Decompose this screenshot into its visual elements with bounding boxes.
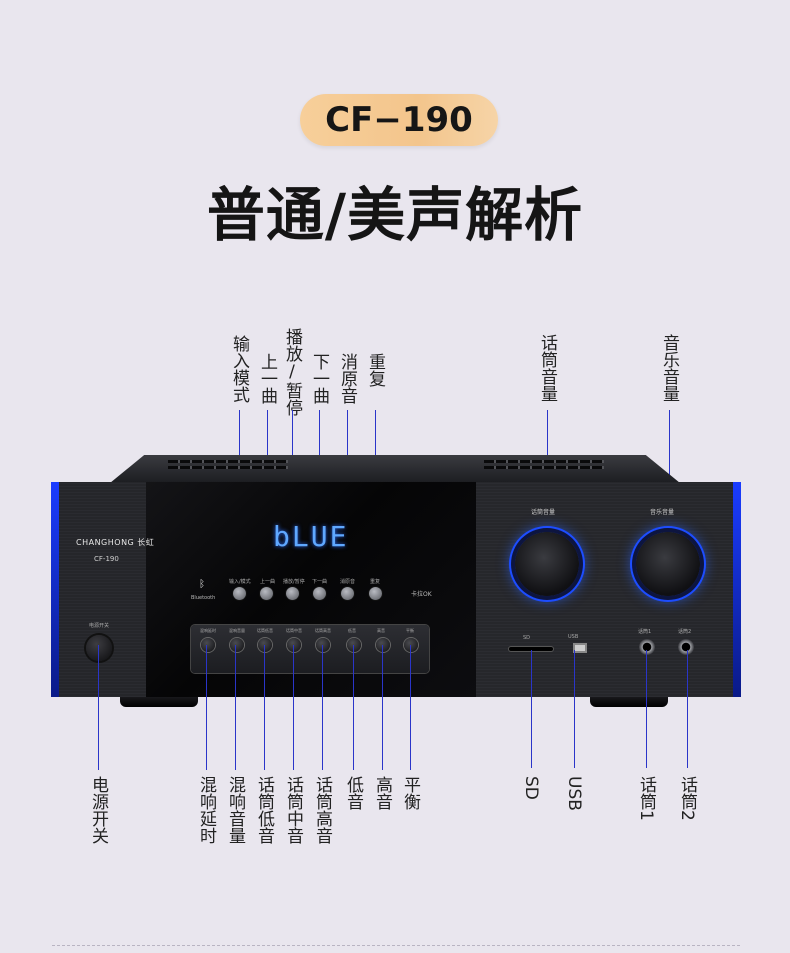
prev-track-button[interactable] [260, 587, 273, 600]
karaoke-ok-label: 卡拉OK [411, 591, 432, 598]
eq-label: 话筒高音 [315, 628, 331, 633]
eq-label: 混响音量 [229, 628, 245, 633]
eq-label: 混响延时 [200, 628, 216, 633]
amp-foot-left [120, 697, 198, 707]
mic-bass-knob[interactable] [258, 638, 272, 652]
eq-label: 话筒低音 [257, 628, 273, 633]
callout-line [293, 645, 294, 770]
callout-line [264, 645, 265, 770]
button-label: 消原音 [340, 579, 356, 585]
label-mic-bass: 话筒低音 [254, 776, 274, 844]
label-music-volume: 音乐音量 [659, 334, 679, 402]
mic2-jack[interactable] [678, 639, 694, 655]
label-mic2: 话筒2 [677, 776, 697, 821]
divider [52, 945, 740, 946]
mic-volume-knob[interactable] [515, 532, 579, 596]
power-label: 电源开关 [89, 623, 110, 629]
usb-port-label: USB [568, 634, 579, 640]
vent [484, 460, 604, 463]
vent [168, 460, 288, 463]
blue-glow-left [51, 482, 59, 697]
label-usb: USB [564, 776, 584, 811]
vent [168, 466, 288, 469]
label-mic-mid: 话筒中音 [283, 776, 303, 844]
callout-line [206, 645, 207, 770]
label-mic-volume: 话筒音量 [537, 334, 557, 402]
amp-foot-right [590, 697, 668, 707]
button-label: 下一曲 [312, 579, 328, 585]
amp-right-panel [476, 482, 741, 697]
mic1-jack-label: 话筒1 [638, 629, 652, 635]
label-vocal-cut: 消原音 [337, 353, 357, 404]
usb-port[interactable] [573, 643, 587, 653]
blue-glow-right [733, 482, 741, 697]
balance-knob[interactable] [404, 638, 418, 652]
sd-slot-label: SD [523, 635, 531, 641]
amplifier-front-panel: CHANGHONG 长虹 CF-190 电源开关 bLUE ᛒ Bluetoot… [51, 482, 741, 697]
vocal-cut-button[interactable] [341, 587, 354, 600]
mic1-jack[interactable] [639, 639, 655, 655]
music-volume-knob-label: 音乐音量 [650, 509, 675, 516]
label-bass: 低音 [343, 776, 363, 810]
eq-label: 平衡 [406, 628, 414, 633]
model-badge: CF−190 [300, 94, 498, 146]
label-power-switch: 电源开关 [88, 776, 108, 844]
input-mode-button[interactable] [233, 587, 246, 600]
vent [484, 466, 604, 469]
eq-label: 低音 [348, 628, 356, 633]
label-input-mode: 输入模式 [229, 335, 249, 403]
power-switch[interactable] [86, 635, 112, 661]
play-pause-button[interactable] [286, 587, 299, 600]
reverb-volume-knob[interactable] [230, 638, 244, 652]
callout-line [531, 650, 532, 768]
callout-line [646, 650, 647, 768]
label-mic-treble: 话筒高音 [312, 776, 332, 844]
repeat-button[interactable] [369, 587, 382, 600]
label-mic1: 话筒1 [636, 776, 656, 821]
callout-line [98, 645, 99, 770]
brand-logo: CHANGHONG 长虹 [76, 538, 155, 547]
label-repeat: 重复 [365, 353, 385, 387]
label-balance: 平衡 [400, 776, 420, 810]
bluetooth-label: Bluetooth [191, 595, 216, 601]
lcd-display: bLUE [273, 520, 349, 553]
callout-line [382, 645, 383, 770]
headline: 普通/美声解析 [206, 181, 584, 249]
mic-volume-knob-label: 话筒音量 [531, 509, 556, 516]
button-label: 上一曲 [260, 579, 276, 585]
mic2-jack-label: 话筒2 [678, 629, 692, 635]
next-track-button[interactable] [313, 587, 326, 600]
sd-card-slot[interactable] [509, 647, 553, 651]
label-treble: 高音 [372, 776, 392, 810]
treble-knob[interactable] [376, 638, 390, 652]
label-play-pause: 播放/暂停 [282, 328, 302, 416]
label-reverb-volume: 混响音量 [225, 776, 245, 844]
mic-treble-knob[interactable] [316, 638, 330, 652]
device-model: CF-190 [94, 555, 119, 563]
callout-line [353, 645, 354, 770]
button-label: 输入/模式 [229, 579, 251, 585]
amp-top-cover [110, 455, 680, 483]
label-sd: SD [521, 776, 541, 800]
callout-line [322, 645, 323, 770]
label-reverb-delay: 混响延时 [196, 776, 216, 844]
callout-line [574, 650, 575, 768]
bluetooth-icon: ᛒ [199, 579, 205, 590]
bass-knob[interactable] [347, 638, 361, 652]
eq-control-panel [191, 625, 429, 673]
button-label: 重复 [370, 579, 381, 585]
callout-line [235, 645, 236, 770]
label-prev-track: 上一曲 [257, 353, 277, 404]
label-next-track: 下一曲 [309, 353, 329, 404]
reverb-delay-knob[interactable] [201, 638, 215, 652]
mic-mid-knob[interactable] [287, 638, 301, 652]
eq-label: 高音 [377, 628, 385, 633]
music-volume-knob[interactable] [636, 532, 700, 596]
callout-line [410, 645, 411, 770]
callout-line [687, 650, 688, 768]
eq-label: 话筒中音 [286, 628, 302, 633]
button-label: 播放/暂停 [283, 579, 305, 585]
